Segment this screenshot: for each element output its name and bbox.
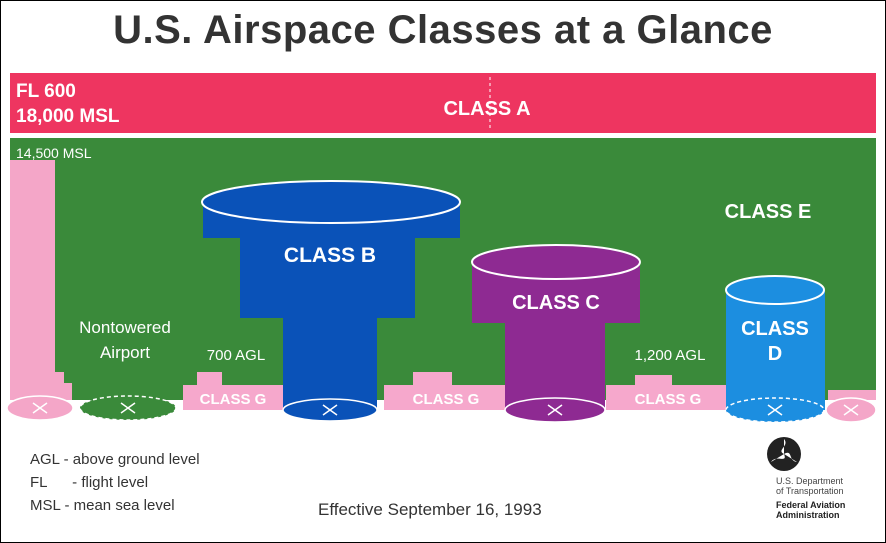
fl600-label: FL 600	[16, 81, 76, 102]
runway-icon-right	[843, 404, 859, 416]
runway-icon-nontowered	[120, 402, 136, 414]
dot-triskelion-icon	[767, 437, 801, 471]
class-d-top	[725, 275, 825, 305]
faa-line1: Federal Aviation	[776, 500, 846, 510]
class-c-top	[471, 244, 641, 280]
class-b-label: CLASS B	[284, 244, 376, 267]
class-b-upper-shelf	[203, 202, 460, 410]
class-g-block-3	[606, 375, 730, 410]
class-g-label-1: CLASS G	[200, 391, 267, 408]
left-pink-column	[10, 160, 72, 400]
nontowered-label-line1: Nontowered	[79, 318, 171, 337]
legend-abbr: MSL	[30, 497, 61, 514]
runway-icon-class-b	[322, 404, 338, 416]
legend-text: - flight level	[72, 474, 149, 491]
legend-abbr: FL	[30, 474, 48, 491]
agl1200-label: 1,200 AGL	[635, 347, 706, 364]
runway-icon-left	[32, 402, 48, 414]
class-d-label-line1: CLASS	[741, 318, 809, 340]
agl700-label: 700 AGL	[207, 347, 265, 364]
legend-text: - above ground level	[63, 451, 200, 468]
faa-line2: Administration	[776, 510, 840, 520]
class-g-block-1	[183, 372, 284, 410]
class-g-block-2	[384, 372, 507, 410]
class-c-label: CLASS C	[512, 292, 600, 314]
legend-item-msl: MSL - mean sea level	[30, 494, 200, 517]
legend-text: - mean sea level	[64, 497, 175, 514]
nontowered-label-line2: Airport	[100, 343, 150, 362]
class-d-label-line2: D	[768, 343, 782, 365]
class-c-body	[472, 262, 640, 410]
legend-item-agl: AGL - above ground level	[30, 448, 200, 471]
runway-icon-class-d	[767, 404, 783, 416]
dept-line2: of Transportation	[776, 486, 844, 496]
legend: AGL - above ground level FL - flight lev…	[30, 448, 200, 517]
runway-icon-class-c	[547, 404, 563, 416]
right-pink-patch	[828, 390, 876, 400]
effective-date: Effective September 16, 1993	[318, 500, 542, 519]
class-a-label: CLASS A	[443, 98, 530, 120]
page-title: U.S. Airspace Classes at a Glance	[113, 8, 773, 52]
class-e-label: CLASS E	[725, 201, 812, 223]
legend-item-fl: FL - flight level	[30, 471, 200, 494]
dept-line1: U.S. Department	[776, 476, 844, 486]
class-g-label-2: CLASS G	[413, 391, 480, 408]
agency-block: U.S. Department of Transportation Federa…	[776, 476, 876, 520]
class-d-body	[726, 290, 825, 410]
msl14500-label: 14,500 MSL	[16, 145, 92, 161]
class-b-top	[201, 180, 461, 224]
class-g-label-3: CLASS G	[635, 391, 702, 408]
legend-abbr: AGL	[30, 451, 60, 468]
msl18000-label: 18,000 MSL	[16, 106, 120, 127]
class-a-band	[10, 73, 876, 133]
